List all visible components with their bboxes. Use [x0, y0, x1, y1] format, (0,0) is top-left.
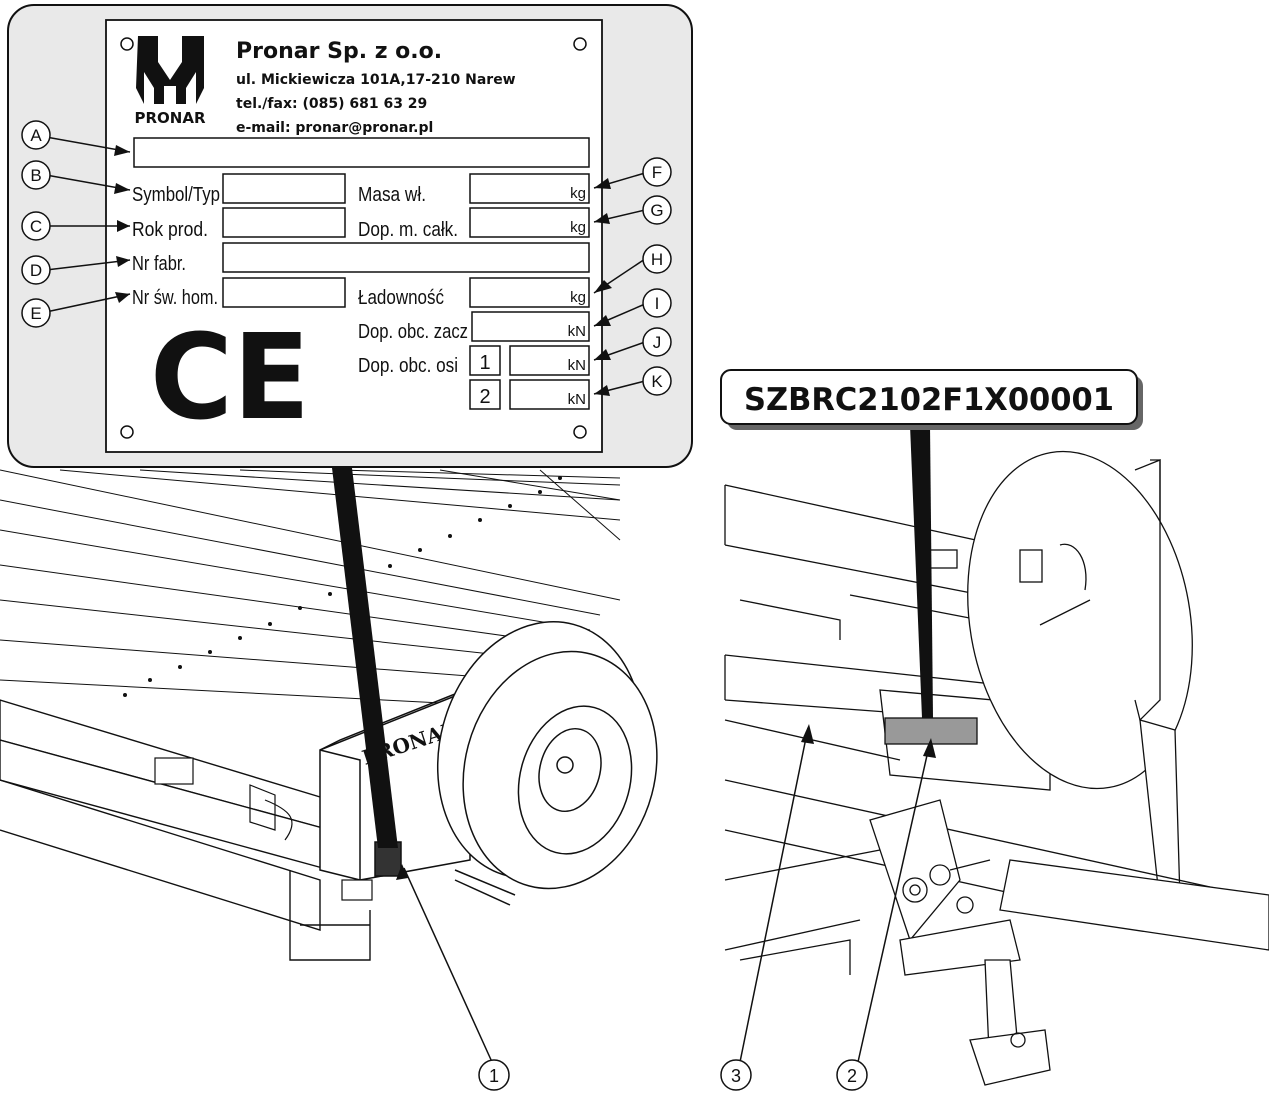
field-box-mass [469, 173, 590, 204]
callout-number-1: 1 [489, 1066, 499, 1086]
plate-phone: tel./fax: (085) 681 63 29 [236, 96, 427, 112]
callout-letter-d: D [30, 261, 42, 280]
deck-planks [0, 469, 621, 706]
nameplate-pointer [332, 468, 398, 848]
pronar-logo: PRONAR [134, 36, 206, 127]
callout-letter-k: K [651, 372, 663, 391]
frame-right-drawing: PRONAR [724, 450, 1269, 1086]
callout-letter-h: H [651, 250, 663, 269]
field-box-axle-1 [509, 345, 590, 376]
callout-letter-j: J [653, 333, 662, 352]
label-load: Ładowność [358, 287, 444, 309]
label-axle-load: Dop. obc. osi [358, 355, 458, 377]
unit-mass: kg [570, 185, 586, 202]
callout-circle-3 [720, 1059, 752, 1091]
callout-number-3: 3 [731, 1066, 741, 1086]
side-rail [0, 699, 371, 961]
callout-letter-a: A [30, 126, 42, 145]
serial-number-text: SZBRC2102F1X00001 [744, 382, 1114, 418]
axle-number-2: 2 [479, 386, 490, 408]
plate-address: ul. Mickiewicza 101A,17-210 Narew [236, 72, 516, 88]
axle-number-box-2 [469, 379, 501, 410]
label-hitch-load: Dop. obc. zacz [358, 321, 468, 343]
callout-letter-i: I [655, 294, 660, 313]
callout-letter-e: E [30, 304, 41, 323]
plate-email: e-mail: pronar@pronar.pl [236, 120, 433, 136]
field-box-symbol [222, 173, 346, 204]
deck-bolts [123, 476, 562, 697]
unit-axle-2: kN [568, 391, 586, 408]
field-box-axle-2 [509, 379, 590, 410]
label-homologation: Nr św. hom. [132, 287, 218, 309]
axle-number-1: 1 [479, 352, 490, 374]
field-box-load [469, 277, 590, 308]
serial-pointer [910, 425, 933, 718]
callout-number-2: 2 [847, 1066, 857, 1086]
trailer-left-drawing: PRONAR [0, 469, 658, 961]
field-box-homologation [222, 277, 346, 308]
unit-hitch: kN [568, 323, 586, 340]
field-box-total-mass [469, 207, 590, 238]
plate-company: Pronar Sp. z o.o. [236, 39, 442, 64]
callout-letter-b: B [30, 166, 41, 185]
label-serial: Nr fabr. [132, 253, 186, 275]
unit-total-mass: kg [570, 219, 586, 236]
serial-number-label: SZBRC2102F1X00001 [720, 369, 1143, 430]
letter-callouts [21, 120, 672, 396]
nameplate-callout: PRONAR Pronar Sp. z o.o. ul. Mickiewicza… [7, 4, 693, 468]
field-box-year [222, 207, 346, 238]
label-symbol: Symbol/Typ [132, 184, 220, 206]
axle-number-box-1 [469, 345, 501, 376]
label-mass: Masa wł. [358, 184, 426, 206]
side-hardware [154, 757, 373, 901]
label-total-mass: Dop. m. całk. [358, 219, 458, 241]
field-box-hitch [471, 311, 590, 342]
logo-text: PRONAR [134, 109, 205, 127]
unit-load: kg [570, 289, 586, 306]
callout-circle-1 [478, 1059, 510, 1091]
unit-axle-1: kN [568, 357, 586, 374]
callout-letter-g: G [650, 201, 663, 220]
callout-letter-f: F [652, 163, 662, 182]
wheel-left [436, 621, 658, 906]
label-year: Rok prod. [132, 219, 208, 241]
ce-mark: CE [150, 308, 310, 446]
callout-letter-c: C [30, 217, 42, 236]
field-box-serial [222, 242, 590, 273]
callout-circle-2 [836, 1059, 868, 1091]
field-box-a [133, 137, 590, 168]
